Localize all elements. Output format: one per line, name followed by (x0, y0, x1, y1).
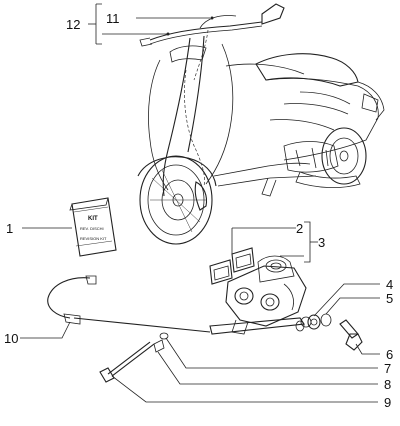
callout-9: 9 (384, 395, 391, 410)
revision-kit-bag: KIT REV. DISCHI REVISION KIT (69, 197, 117, 257)
callout-3: 3 (318, 235, 325, 250)
callout-10: 10 (4, 331, 18, 346)
kit-line-1: REV. DISCHI (80, 226, 104, 231)
kit-title: KIT (88, 216, 98, 222)
callout-4: 4 (386, 277, 393, 292)
callout-labels: 12 11 1 2 3 4 5 6 7 8 9 10 (4, 11, 393, 410)
callout-6: 6 (386, 347, 393, 362)
callout-1: 1 (6, 221, 13, 236)
callout-8: 8 (384, 377, 391, 392)
callout-5: 5 (386, 291, 393, 306)
callout-7: 7 (384, 361, 391, 376)
leader-lines (20, 3, 380, 403)
brake-hose-and-hardware (73, 313, 363, 383)
brake-pads (209, 247, 255, 285)
scooter-illustration (137, 3, 385, 245)
kit-line-2: REVISION KIT (80, 236, 107, 241)
callout-11: 11 (106, 11, 120, 26)
brake-caliper (225, 255, 307, 335)
callout-12: 12 (66, 17, 80, 32)
brake-cable (47, 275, 97, 325)
callout-2: 2 (296, 221, 303, 236)
